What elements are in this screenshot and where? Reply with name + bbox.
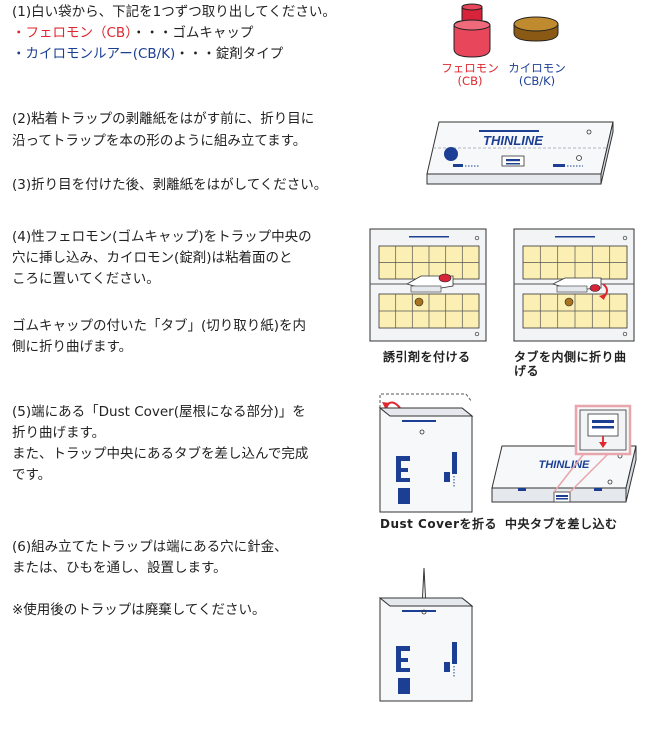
trap-brand-logo-small: THINLINE [539,459,590,471]
pheromone-label-text: フェロモン [441,61,499,75]
hanging-trap-illustration [378,567,474,702]
step5-line4: です。 [12,467,52,483]
step4-line1: (4)性フェロモン(ゴムキャップ)をトラップ中央の [12,229,312,245]
step6-note: ※使用後のトラップは廃棄してください。 [12,602,266,618]
kairomone-desc: ・・・錠剤タイプ [175,46,284,62]
pheromone-code-text: (CB) [457,74,483,88]
flat-trap-illustration: THINLINE [426,121,614,185]
caption-insert-center-tab: 中央タブを差し込む [505,517,618,531]
trap-brand-logo: THINLINE [483,133,543,148]
caption-attach-lure: 誘引剤を付ける [383,350,471,364]
insert-center-tab-illustration: THINLINE [491,404,637,503]
step1-line1: (1)白い袋から、下記を1つずつ取り出してください。 [12,4,336,20]
step2-line2: 沿ってトラップを本の形のように組み立てます。 [12,133,307,149]
pheromone-name: ・フェロモン（CB） [12,25,132,41]
kairomone-label-text: カイロモン [508,61,566,75]
caption-fold-tab: タブを内側に折り曲 げる [514,350,627,378]
pheromone-label: フェロモン (CB) [435,62,505,88]
kairomone-label: カイロモン (CB/K) [504,62,570,88]
open-trap-with-lure-illustration [369,228,487,342]
kairomone-name: ・カイロモンルアー(CB/K) [12,46,176,62]
dust-cover-fold-illustration [378,393,474,513]
step1-item2: ・カイロモンルアー(CB/K)・・・錠剤タイプ [12,44,283,65]
step5-line2: 折り曲げます。 [12,425,106,441]
caption-fold-dust-cover: Dust Coverを折る [380,517,497,531]
step4-line4: ゴムキャップの付いた「タブ」(切り取り紙)を内 [12,318,307,334]
kairomone-tablet-illustration [513,16,559,42]
caption-fold-tab-line1: タブを内側に折り曲 [514,350,627,364]
step6-line1: (6)組み立てたトラップは端にある穴に針金、 [12,539,288,555]
step3-line1: (3)折り目を付けた後、剥離紙をはがしてください。 [12,177,328,193]
step5-line3: また、トラップ中央にあるタブを差し込んで完成 [12,446,309,462]
step4-line5: 側に折り曲げます。 [12,339,133,355]
step4-line3: ころに置いてください。 [12,271,160,287]
caption-fold-tab-line2: げる [514,364,540,378]
fold-tab-inward-illustration [513,228,635,342]
pheromone-cap-illustration [453,3,491,58]
step4-line2: 穴に挿し込み、カイロモン(錠剤)は粘着面のと [12,250,293,266]
kairomone-code-text: (CB/K) [518,74,556,88]
step6-line2: または、ひもを通し、設置します。 [12,560,227,576]
step2-line1: (2)粘着トラップの剥離紙をはがす前に、折り目に [12,111,315,127]
step5-line1: (5)端にある「Dust Cover(屋根になる部分)」を [12,404,306,420]
pheromone-desc: ・・・ゴムキャップ [131,25,254,41]
step1-item1: ・フェロモン（CB）・・・ゴムキャップ [12,23,253,44]
